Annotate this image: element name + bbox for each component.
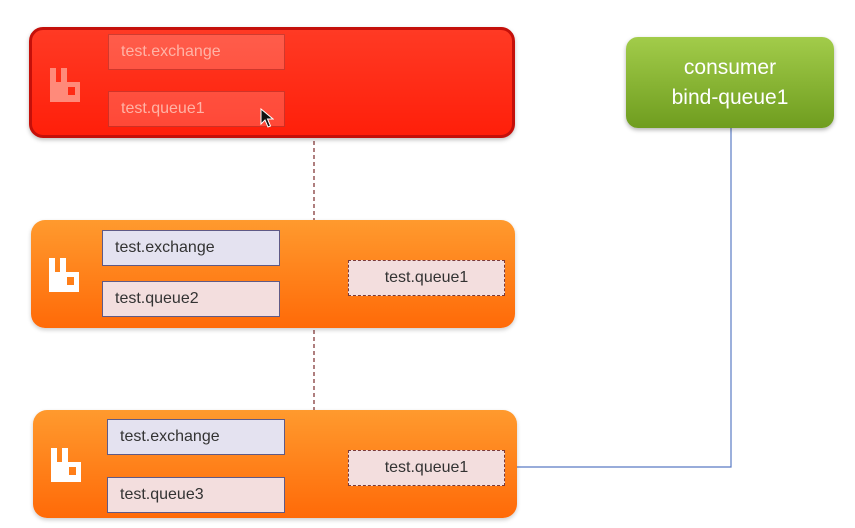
exchange-box: test.exchange	[108, 34, 285, 70]
consumer-link-line	[504, 128, 732, 472]
node-2: test.exchange test.queue2 test.queue1	[31, 220, 515, 328]
mirror-queue-box: test.queue1	[348, 450, 505, 486]
consumer-title: consumer	[683, 55, 777, 79]
consumer-binding: bind-queue1	[671, 85, 789, 109]
mouse-cursor-icon	[260, 108, 274, 128]
queue-box: test.queue1	[108, 91, 285, 127]
rabbitmq-icon	[51, 448, 81, 482]
exchange-box: test.exchange	[107, 419, 285, 455]
node-3: test.exchange test.queue3 test.queue1	[33, 410, 517, 518]
queue-box: test.queue2	[102, 281, 280, 317]
rabbitmq-icon	[50, 68, 80, 102]
queue-box: test.queue3	[107, 477, 285, 513]
consumer-box: consumer bind-queue1	[626, 37, 834, 128]
mirror-queue-box: test.queue1	[348, 260, 505, 296]
rabbitmq-icon	[49, 258, 79, 292]
exchange-box: test.exchange	[102, 230, 280, 266]
